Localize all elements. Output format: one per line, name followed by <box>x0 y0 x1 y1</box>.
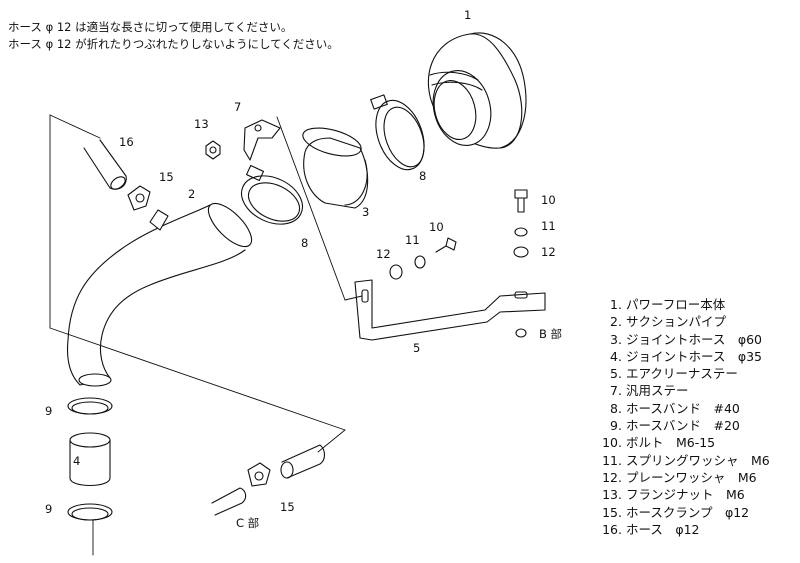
joint-hose-35 <box>69 432 111 487</box>
legend-item: 4.ジョイントホース φ35 <box>610 348 763 364</box>
hose-12-upper <box>83 139 127 190</box>
callout-9-lower: 9 <box>45 502 52 516</box>
callout-5: 5 <box>413 341 420 355</box>
note-hose-cut: ホース φ 12 は適当な長さに切って使用してください。 <box>8 20 293 34</box>
callout-13: 13 <box>194 117 209 131</box>
bolt-m6-15-right <box>514 189 528 213</box>
legend-item: 11.スプリングワッシャ M6 <box>602 452 770 468</box>
legend-item: 7.汎用ステー <box>610 383 689 399</box>
plain-washer-left <box>389 264 403 280</box>
parts-legend: 1.パワーフロー本体 2.サクションパイプ 3.ジョイントホース φ60 4.ジ… <box>596 296 770 538</box>
general-stay-part <box>243 119 281 161</box>
power-flow-filter-part <box>427 32 527 149</box>
callout-4: 4 <box>73 454 80 468</box>
legend-item: 12.プレーンワッシャ M6 <box>602 469 757 485</box>
hose-clamp-12-lower <box>247 462 271 487</box>
legend-item: 2.サクションパイプ <box>610 314 726 330</box>
legend-item: 15.ホースクランプ φ12 <box>602 504 750 520</box>
leader-lines <box>49 114 363 556</box>
callout-12-right: 12 <box>541 245 556 259</box>
legend-item: 8.ホースバンド #40 <box>610 400 740 416</box>
legend-item: 13.フランジナット M6 <box>602 487 745 503</box>
callout-7: 7 <box>234 100 241 114</box>
callout-15-upper: 15 <box>159 170 174 184</box>
legend-item: 10.ボルト M6-15 <box>602 435 716 451</box>
legend-item: 3.ジョイントホース φ60 <box>610 331 763 347</box>
callout-2: 2 <box>188 187 195 201</box>
b-part-hole <box>515 328 527 338</box>
callout-8-upper: 8 <box>419 169 426 183</box>
legend-item: 1.パワーフロー本体 <box>610 297 726 312</box>
plain-washer-right <box>513 246 529 258</box>
suction-pipe-part <box>66 202 253 387</box>
callout-3: 3 <box>362 205 369 219</box>
callout-8-lower: 8 <box>301 236 308 250</box>
c-part-pipe <box>211 487 247 516</box>
legend-item: 5.エアクリーナステー <box>610 366 738 382</box>
callout-15-lower: 15 <box>280 500 295 514</box>
callout-11-left: 11 <box>405 233 420 247</box>
callout-9-upper: 9 <box>45 404 52 418</box>
hose-12-lower <box>280 444 326 479</box>
callout-labels: 1 2 3 4 5 7 8 8 9 9 10 10 11 11 12 12 13… <box>45 8 562 530</box>
callout-16: 16 <box>119 135 134 149</box>
b-part-label: B 部 <box>539 327 562 341</box>
joint-hose-60 <box>302 127 369 209</box>
hose-band-20-lower <box>67 503 113 521</box>
flange-nut-part <box>205 140 221 160</box>
hose-band-40-upper <box>370 94 425 171</box>
c-part-label: C 部 <box>236 516 259 530</box>
bolt-m6-15-left <box>435 237 457 253</box>
callout-12-left: 12 <box>376 247 391 261</box>
hose-band-40-lower <box>240 164 304 225</box>
legend-item: 16.ホース φ12 <box>602 521 700 537</box>
hose-band-20-upper <box>67 397 113 415</box>
note-hose-kink: ホース φ 12 が折れたりつぶれたりしないようにしてください。 <box>8 37 339 51</box>
callout-11-right: 11 <box>541 219 556 233</box>
callout-10-right: 10 <box>541 193 556 207</box>
callout-1: 1 <box>464 8 471 22</box>
hose-clamp-12-upper <box>127 185 151 211</box>
callout-10-left: 10 <box>429 220 444 234</box>
spring-washer-left <box>414 255 426 269</box>
spring-washer-right <box>514 227 528 237</box>
legend-item: 9.ホースバンド #20 <box>610 418 740 434</box>
